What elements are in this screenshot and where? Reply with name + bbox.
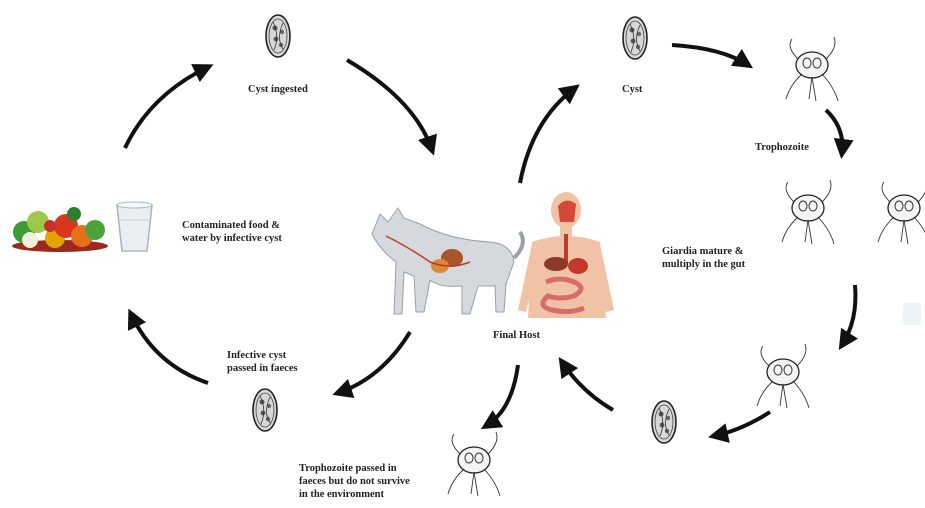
label-giardia-line1: Giardia mature &: [662, 246, 744, 257]
label-contaminated-line2: water by infective cyst: [182, 233, 282, 244]
arrow-host-to-faeces: [338, 332, 410, 393]
arrow-cyst-to-host: [562, 362, 613, 410]
label-cyst: Cyst: [622, 84, 643, 95]
label-infective-line1: Infective cyst: [227, 350, 287, 361]
vegetables-icon: [12, 207, 108, 252]
human-anatomy-illustration: [518, 192, 614, 318]
trophozoite-passed-icon: [448, 432, 500, 496]
trophozoite-icon: [786, 37, 838, 101]
water-glass-icon: [117, 202, 152, 251]
label-trophozoite: Trophozoite: [755, 142, 809, 153]
label-troph-passed-line1: Trophozoite passed in: [299, 463, 397, 474]
arrow-host-to-trophpassed: [486, 365, 518, 426]
trophozoite-multiply-icon-2: [878, 180, 925, 244]
label-cyst-ingested: Cyst ingested: [248, 84, 308, 95]
trophozoite-mature-icon: [757, 344, 809, 408]
arrow-cyst-to-troph: [672, 45, 748, 65]
infective-cyst-icon: [253, 389, 277, 431]
label-giardia-line2: multiply in the gut: [662, 259, 746, 270]
arrow-multiply-to-cyst: [714, 412, 770, 436]
label-infective-line2: passed in faeces: [227, 363, 298, 374]
cyst-return-icon: [652, 401, 676, 443]
arrow-troph-to-mature: [826, 110, 842, 153]
arrow-mature-to-multiply: [842, 285, 855, 345]
corner-widget: [903, 303, 921, 325]
label-final-host: Final Host: [493, 330, 540, 341]
cyst-ingested-icon: [266, 15, 290, 57]
trophozoite-multiply-icon-1: [782, 180, 834, 244]
arrow-host-to-cyst: [520, 88, 575, 183]
cyst-icon: [623, 17, 647, 59]
dog-illustration: [372, 208, 523, 314]
label-contaminated-line1: Contaminated food &: [182, 220, 280, 231]
label-troph-passed-line3: in the environment: [299, 489, 384, 500]
arrow-food-to-ingest: [125, 67, 208, 148]
arrow-ingest-to-host: [347, 60, 432, 150]
arrow-faeces-to-food: [131, 314, 208, 383]
label-troph-passed-line2: faeces but do not survive: [299, 476, 410, 487]
